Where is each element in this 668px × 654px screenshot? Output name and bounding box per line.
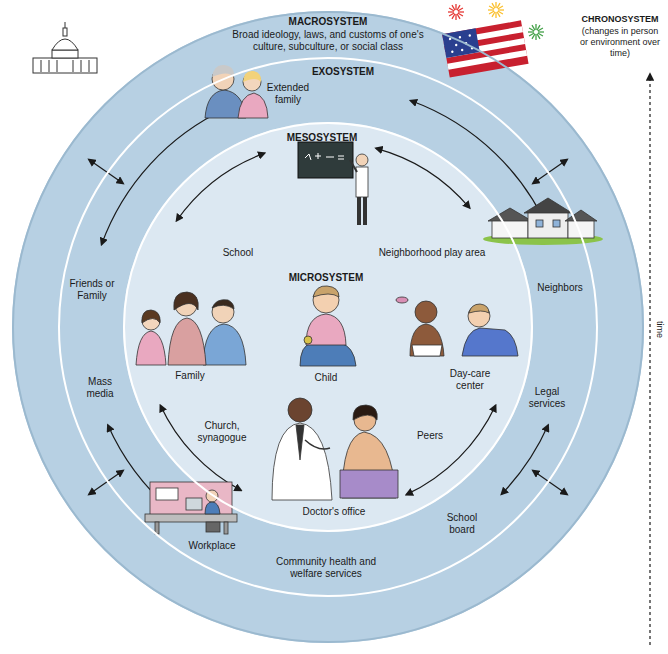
circle-border [13, 12, 643, 642]
fireworks [448, 2, 544, 40]
daycare-figure [396, 297, 518, 356]
label: Mass media [78, 376, 123, 400]
firework-ray [458, 11, 464, 12]
school-figure [298, 142, 368, 225]
firework-ray [498, 9, 504, 10]
ring-arrow [160, 405, 241, 490]
label: School [213, 247, 263, 259]
label: Legal services [521, 386, 573, 410]
time-arrow [649, 74, 650, 645]
label: Workplace [182, 540, 242, 552]
label: Doctor's office [289, 506, 379, 518]
extended-family-figure [205, 65, 268, 118]
ring-arrow [102, 109, 227, 245]
exo-ground [58, 57, 598, 597]
firework-ray [532, 25, 535, 30]
capitol-icon [33, 22, 97, 73]
system-circle: MACROSYSTEMBroad ideology, laws, and cus… [12, 11, 644, 643]
axis-label: time [654, 315, 665, 345]
ring-arrow [501, 425, 548, 494]
firework-ray [492, 3, 495, 8]
firework-ray [448, 11, 454, 12]
ring-arrow [376, 148, 470, 208]
label: Family [165, 370, 215, 382]
circle-border [59, 58, 597, 596]
label: Community health and welfare services [271, 556, 381, 580]
link-arrow [89, 470, 123, 494]
ring-arrow [176, 153, 264, 221]
ring-arrows [89, 101, 567, 517]
label: Child [306, 372, 346, 384]
houses-icon [483, 198, 603, 245]
firework-ray [498, 6, 503, 9]
system-circle: MESOSYSTEM [123, 122, 533, 532]
firework-ray [455, 4, 456, 10]
label: School board [438, 512, 486, 536]
firework-ray [535, 24, 536, 30]
firework-ray [495, 12, 496, 18]
firework-ray [449, 13, 454, 16]
meso-ground [123, 122, 533, 532]
firework-ray [528, 31, 534, 32]
label: Neighborhood play area [367, 247, 497, 259]
label: Church, synagogue [192, 420, 252, 444]
link-arrow [89, 160, 123, 184]
circle-outline [123, 122, 533, 532]
label: Peers [413, 430, 447, 442]
firework-ray [452, 5, 455, 10]
firework-ray [455, 14, 456, 20]
macro-ground [12, 11, 644, 643]
flag-icon [442, 20, 528, 77]
firework-ray [495, 2, 496, 8]
firework-ray [488, 9, 494, 10]
firework-ray [458, 8, 463, 11]
firework-ray [457, 14, 460, 19]
child-figure [300, 286, 356, 366]
workplace-icon [145, 482, 237, 534]
firework-ray [489, 11, 494, 14]
doctor-figure [272, 398, 398, 500]
system-title: MESOSYSTEM [272, 132, 372, 144]
ring-arrow [406, 405, 495, 494]
firework-ray [538, 31, 544, 32]
label: Friends or Family [64, 278, 120, 302]
circle-border [124, 123, 532, 531]
link-arrow [533, 470, 567, 494]
system-title: CHRONOSYSTEM [578, 14, 662, 25]
label: Day-care center [443, 368, 498, 392]
system-description: (changes in person or environment over t… [578, 26, 662, 59]
system-description: Broad ideology, laws, and customs of one… [220, 29, 436, 53]
system-title: MACROSYSTEM [273, 16, 383, 28]
link-arrow [533, 160, 567, 184]
firework-ray [535, 34, 536, 40]
family-figure [136, 292, 246, 365]
firework-ray [538, 28, 543, 31]
circle-outline [12, 11, 644, 643]
system-title: EXOSYSTEM [298, 66, 388, 78]
label: Extended family [262, 82, 314, 106]
label: Neighbors [532, 282, 588, 294]
system-title: MICROSYSTEM [276, 272, 376, 284]
firework-ray [537, 34, 540, 39]
firework-ray [497, 12, 500, 17]
firework-ray [529, 33, 534, 36]
